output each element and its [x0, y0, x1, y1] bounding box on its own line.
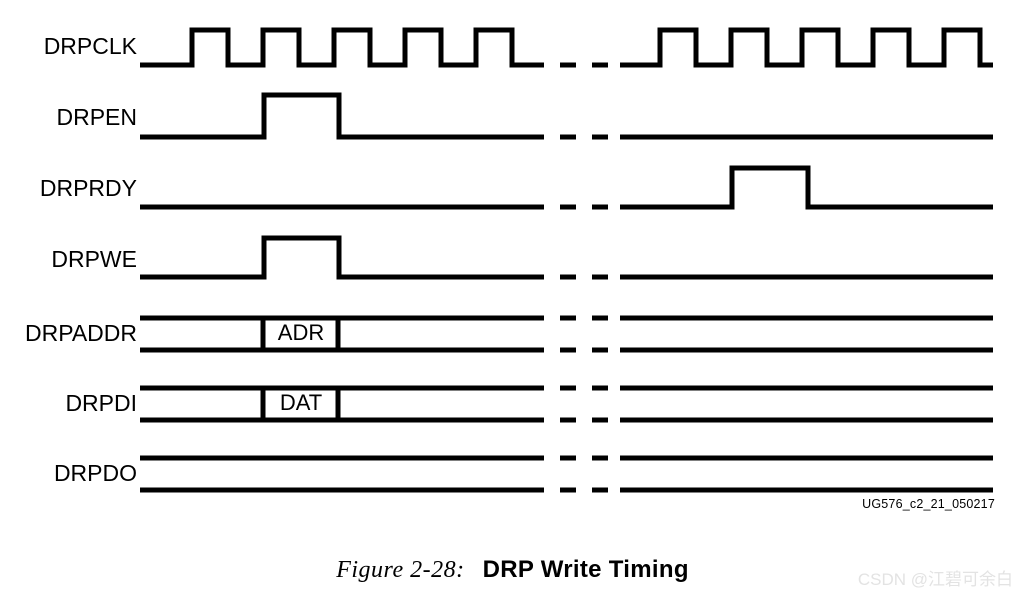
waveform-drprdy-right: [620, 165, 993, 210]
signal-label-drpdo: DRPDO: [53, 460, 137, 486]
bus-value-drpaddr: ADR: [277, 320, 325, 345]
bus-value-drpdi: DAT: [279, 390, 323, 415]
signal-label-drpwe: DRPWE: [51, 246, 137, 272]
signal-label-drpclk: DRPCLK: [43, 33, 137, 59]
waveform-drpen-left: [140, 92, 528, 140]
waveform-drpclk-left: [140, 27, 528, 68]
signal-label-drpaddr: DRPADDR: [24, 320, 137, 346]
figure-caption: Figure 2-28: DRP Write Timing: [0, 556, 1025, 584]
signal-label-drprdy: DRPRDY: [39, 175, 137, 201]
document-id-text: UG576_c2_21_050217: [862, 497, 995, 511]
figure-caption-number: Figure 2-28:: [336, 557, 465, 583]
signal-label-drpdi: DRPDI: [65, 390, 137, 416]
waveform-drpwe-left: [140, 235, 528, 280]
waveform-canvas: [140, 27, 993, 493]
csdn-watermark: CSDN @江碧可余白: [857, 570, 1013, 589]
figure-caption-title: DRP Write Timing: [482, 556, 689, 583]
waveform-drpclk-right: [620, 27, 993, 68]
signal-label-drpen: DRPEN: [56, 104, 137, 130]
